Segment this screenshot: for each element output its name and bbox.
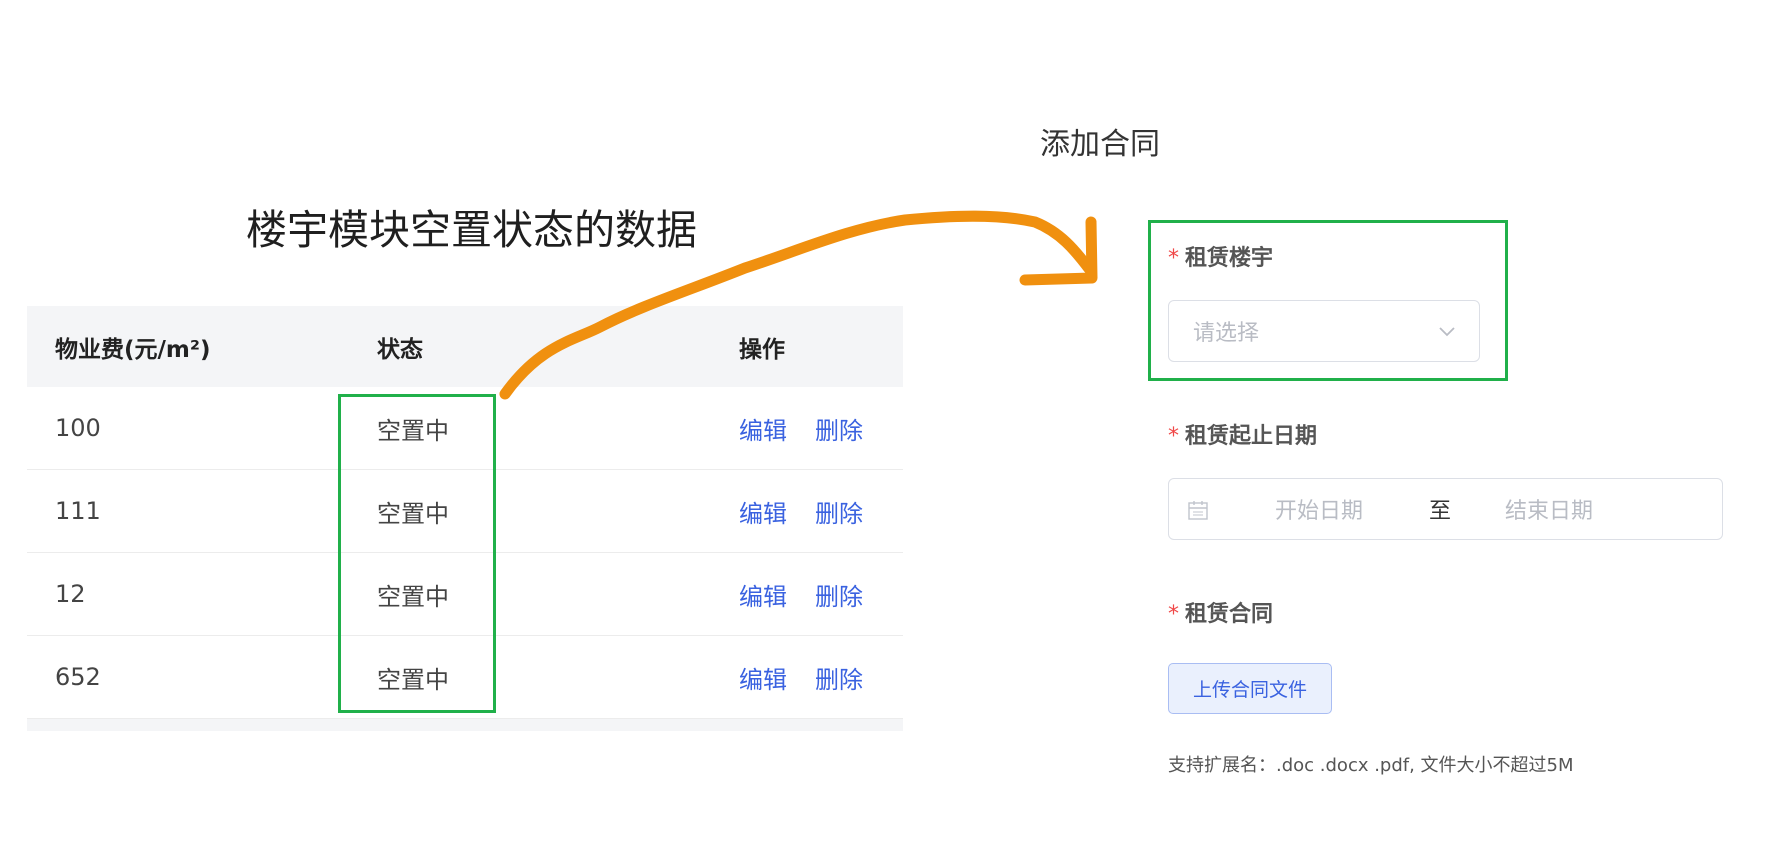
cell-ops: 编辑 删除 — [739, 387, 891, 469]
edit-link[interactable]: 编辑 — [739, 499, 787, 528]
contract-label: *租赁合同 — [1168, 596, 1273, 628]
table-header: 物业费(元/m²) 状态 操作 — [27, 306, 903, 387]
table-row: 652 空置中 编辑 删除 — [27, 636, 903, 719]
delete-link[interactable]: 删除 — [815, 665, 863, 694]
cell-fee: 652 — [55, 663, 101, 691]
upload-contract-button[interactable]: 上传合同文件 — [1168, 663, 1332, 714]
header-status: 状态 — [377, 336, 423, 363]
chevron-down-icon — [1439, 327, 1455, 337]
table-footer-bar — [27, 719, 903, 731]
cell-ops: 编辑 删除 — [739, 470, 891, 552]
date-range-separator: 至 — [1429, 499, 1452, 524]
upload-hint: 支持扩展名：.doc .docx .pdf, 文件大小不超过5M — [1168, 755, 1574, 776]
calendar-icon — [1188, 501, 1208, 520]
end-date-input[interactable]: 结束日期 — [1505, 499, 1594, 524]
required-mark: * — [1168, 424, 1179, 449]
date-range-picker[interactable]: 开始日期 至 结束日期 — [1168, 478, 1723, 540]
building-label: *租赁楼宇 — [1168, 240, 1273, 272]
cell-status: 空置中 — [377, 499, 449, 528]
building-table: 物业费(元/m²) 状态 操作 100 空置中 编辑 删除 111 空置中 编辑… — [27, 306, 903, 731]
building-select-placeholder: 请选择 — [1193, 321, 1260, 346]
edit-link[interactable]: 编辑 — [739, 665, 787, 694]
edit-link[interactable]: 编辑 — [739, 416, 787, 445]
cell-ops: 编辑 删除 — [739, 553, 891, 635]
date-range-label-text: 租赁起止日期 — [1185, 424, 1318, 449]
date-range-label: *租赁起止日期 — [1168, 418, 1317, 450]
delete-link[interactable]: 删除 — [815, 499, 863, 528]
header-ops: 操作 — [739, 336, 785, 363]
required-mark: * — [1168, 246, 1179, 271]
contract-label-text: 租赁合同 — [1185, 602, 1274, 627]
building-label-text: 租赁楼宇 — [1185, 246, 1274, 271]
annotation-title: 楼宇模块空置状态的数据 — [246, 206, 697, 254]
form-title: 添加合同 — [1040, 127, 1160, 162]
cell-status: 空置中 — [377, 416, 449, 445]
table-row: 100 空置中 编辑 删除 — [27, 387, 903, 470]
required-mark: * — [1168, 602, 1179, 627]
building-select[interactable]: 请选择 — [1168, 300, 1480, 362]
delete-link[interactable]: 删除 — [815, 416, 863, 445]
edit-link[interactable]: 编辑 — [739, 582, 787, 611]
cell-ops: 编辑 删除 — [739, 636, 891, 718]
table-row: 12 空置中 编辑 删除 — [27, 553, 903, 636]
cell-fee: 100 — [55, 414, 101, 442]
cell-fee: 12 — [55, 580, 86, 608]
table-row: 111 空置中 编辑 删除 — [27, 470, 903, 553]
start-date-input[interactable]: 开始日期 — [1275, 499, 1364, 524]
header-fee: 物业费(元/m²) — [55, 336, 211, 363]
delete-link[interactable]: 删除 — [815, 582, 863, 611]
cell-fee: 111 — [55, 497, 101, 525]
cell-status: 空置中 — [377, 582, 449, 611]
cell-status: 空置中 — [377, 665, 449, 694]
